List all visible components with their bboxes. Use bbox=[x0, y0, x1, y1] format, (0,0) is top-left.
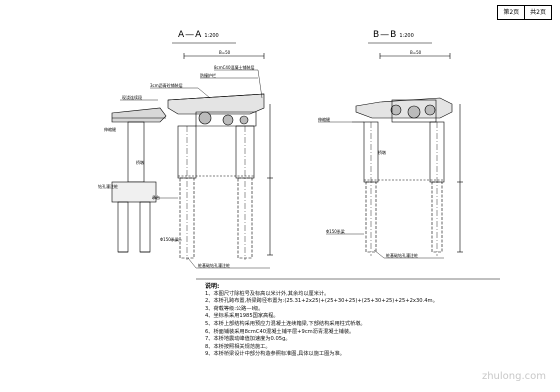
note-item: 7、本桥地震动峰值加速度为0.05g。 bbox=[205, 336, 291, 343]
section-a-label-barrier: 防撞护栏 bbox=[200, 73, 216, 78]
notes-heading: 说明: bbox=[205, 283, 220, 290]
notes-list: 1、本图尺寸除桩号及标高以米计外,其余均以厘米计。2、本桥孔跨布置,桥梁跨径布置… bbox=[205, 291, 505, 359]
section-b-main bbox=[318, 53, 463, 259]
note-item: 2、本桥孔跨布置,桥梁跨径布置为:(25.31+2x25)+(25+30+25)… bbox=[205, 298, 438, 305]
section-a-label-concrete: 8cmC40混凝土铺装层 bbox=[214, 65, 255, 70]
note-item: 1、本图尺寸除桩号及标高以米计外,其余均以厘米计。 bbox=[205, 290, 330, 297]
note-item: 4、坐标系采用1985国家高程。 bbox=[205, 313, 279, 320]
section-b-width-label: B=50 bbox=[410, 50, 422, 55]
note-item: 5、本桥上部结构采用预应力混凝土连续箱梁,下部结构采用柱式桥墩。 bbox=[205, 320, 366, 327]
section-a-left-pier bbox=[111, 107, 167, 253]
section-a-label-joint: 伸缩缝 bbox=[104, 127, 116, 132]
section-a-label-continuous: 现浇连续段 bbox=[122, 95, 142, 100]
note-item: 6、桥面铺装采用8cmC40混凝土铺平层+9cm沥青混凝土铺装。 bbox=[205, 328, 355, 335]
page-number: 第2页 bbox=[503, 9, 520, 16]
section-a-label-pile: 钻孔灌注桩 bbox=[98, 184, 118, 189]
section-a-label-pier: 桥墩 bbox=[136, 160, 144, 165]
section-a-label-tie-beam: Φ150系梁 bbox=[160, 237, 179, 242]
design-notes: 说明: 1、本图尺寸除桩号及标高以米计外,其余均以厘米计。2、本桥孔跨布置,桥梁… bbox=[205, 283, 505, 359]
note-item: 3、荷载等级:公路—I级。 bbox=[205, 305, 264, 312]
page-total: 共2页 bbox=[524, 6, 551, 19]
section-a-main bbox=[120, 53, 273, 269]
note-item: 8、本桥按照相关规范施工。 bbox=[205, 343, 271, 350]
watermark-text: zhulong.com bbox=[481, 371, 546, 382]
section-a-label-cap: 承台 bbox=[152, 195, 160, 200]
section-b-label-tie-beam: Φ150系梁 bbox=[326, 229, 345, 234]
section-b-label-joint: 伸缩缝 bbox=[318, 117, 330, 122]
note-item: 9、本桥桥梁设计中部分构造参照标准图,具体以施工图为准。 bbox=[205, 351, 345, 358]
section-b-label-pier: 桥墩 bbox=[378, 150, 386, 155]
section-a-width-label: B=50 bbox=[219, 50, 231, 55]
section-a-label-asphalt: 3cm沥青砼铺装层 bbox=[150, 83, 183, 88]
section-a-label-pile-foundation: 桩基础钻孔灌注桩 bbox=[198, 263, 230, 268]
page-number-box: 第2页 共2页 bbox=[497, 5, 552, 20]
section-b-label-pile-foundation: 桩基础钻孔灌注桩 bbox=[386, 253, 418, 258]
